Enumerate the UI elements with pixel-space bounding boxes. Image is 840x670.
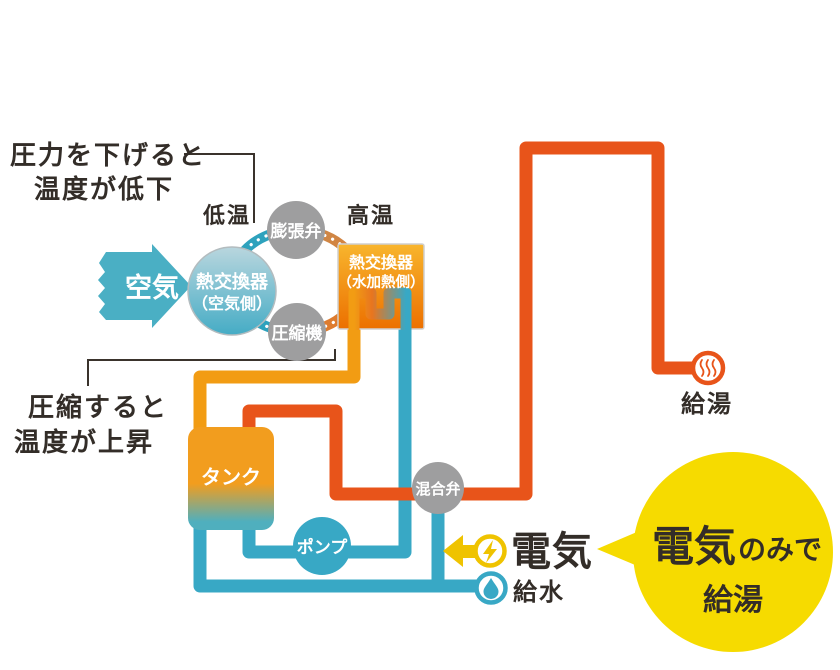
electricity-arrow-icon bbox=[443, 535, 476, 567]
hot-water-label: 給湯 bbox=[681, 390, 733, 418]
water-hx-coil bbox=[348, 287, 412, 330]
electricity-label: 電気 bbox=[511, 529, 593, 575]
steam-icon bbox=[699, 359, 717, 377]
air-hx-label-line2: （空気側） bbox=[192, 294, 272, 313]
compressor-label: 圧縮機 bbox=[272, 323, 323, 344]
tank-node bbox=[188, 427, 274, 530]
pump-node bbox=[293, 517, 351, 575]
expansion-valve-node bbox=[267, 201, 325, 259]
caption-pressure-line2: 温度が低下 bbox=[34, 174, 174, 205]
pipe-hx-to-tank bbox=[193, 326, 361, 430]
air-arrow-icon bbox=[98, 244, 191, 328]
air-heat-exchanger-node bbox=[187, 246, 277, 336]
water-supply-label: 給水 bbox=[513, 578, 565, 606]
connector-line-compress-caption bbox=[87, 349, 336, 386]
bubble-line1-rest: のみで bbox=[738, 533, 822, 566]
air-hx-label-line1: 熱交換器 bbox=[196, 271, 269, 293]
bubble-line1-emphasis: 電気 bbox=[652, 522, 736, 571]
electric-only-bubble bbox=[633, 452, 833, 652]
caption-compress-line1: 圧縮すると bbox=[28, 392, 168, 423]
pipe-water-supply-to-tank bbox=[193, 526, 485, 593]
tank-label: タンク bbox=[201, 465, 261, 489]
water-hx-label-line1: 熱交換器 bbox=[349, 253, 414, 272]
compressor-node bbox=[268, 303, 326, 361]
water-hx-label-line2: （水加熱側） bbox=[338, 273, 425, 291]
caption-pressure-line1: 圧力を下げると bbox=[10, 141, 206, 171]
connector-line-pressure-caption bbox=[184, 153, 255, 223]
expansion-valve-label: 膨張弁 bbox=[271, 221, 322, 242]
label-high-temp: 高温 bbox=[347, 203, 395, 229]
lightning-bolt-icon bbox=[483, 540, 497, 563]
pump-label: ポンプ bbox=[297, 537, 348, 558]
bubble-line2: 給湯 bbox=[703, 583, 763, 618]
water-drop-icon bbox=[483, 578, 499, 599]
label-low-temp: 低温 bbox=[202, 204, 251, 229]
label-air: 空気 bbox=[125, 272, 179, 304]
caption-compress-line2: 温度が上昇 bbox=[14, 427, 154, 458]
pipe-tank-to-mixing-valve-to-outlet bbox=[242, 141, 700, 501]
mixing-valve-node bbox=[412, 462, 464, 514]
mixing-valve-label: 混合弁 bbox=[415, 480, 460, 498]
